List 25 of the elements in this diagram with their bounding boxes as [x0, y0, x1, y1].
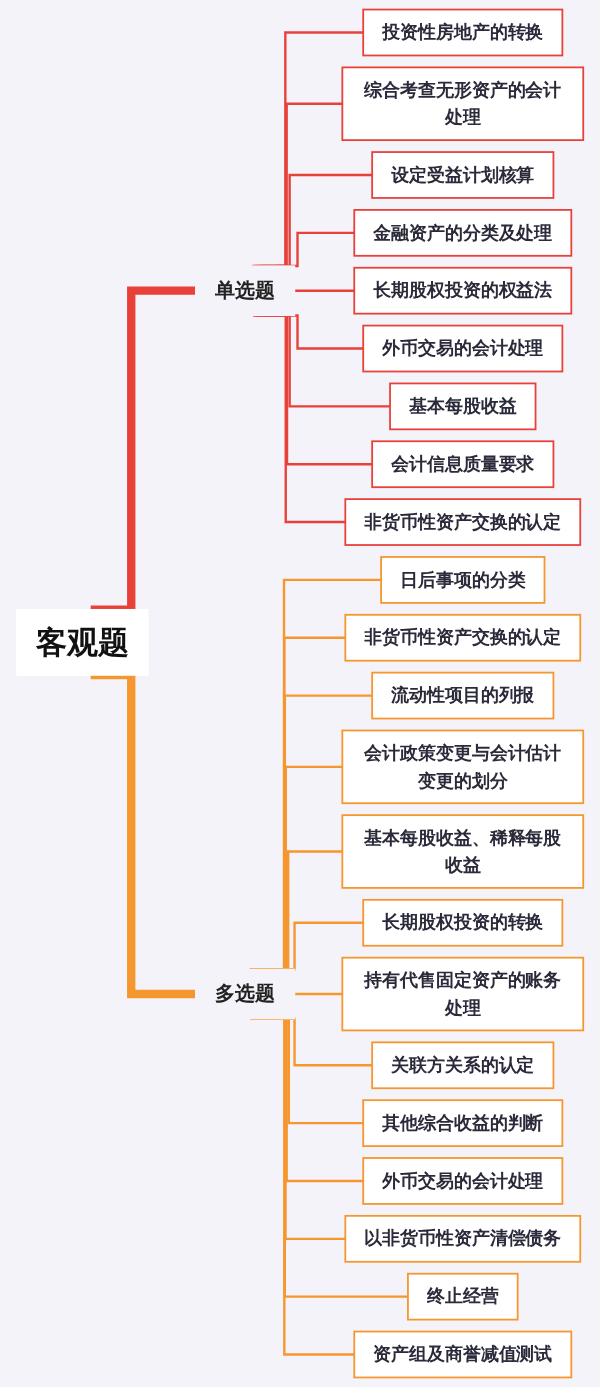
node-box: 其他综合收益的判断: [362, 1099, 564, 1147]
node-box: 关联方关系的认定: [371, 1041, 555, 1090]
node-box: 非货币性资产交换的认定: [344, 613, 582, 662]
node-box: 综合考查无形资产的会计处理: [341, 66, 585, 142]
node-box: 非货币性资产交换的认定: [344, 498, 582, 546]
node-box: 基本每股收益: [389, 382, 537, 431]
node-box: 金融资产的分类及处理: [353, 209, 573, 257]
connector: [294, 992, 343, 996]
node-box: 会计政策变更与会计估计变更的划分: [341, 729, 585, 805]
node-box: 会计信息质量要求: [371, 440, 555, 489]
connector: [294, 289, 355, 292]
node-box: 外币交易的会计处理: [362, 1157, 564, 1205]
node-box: 以非货币性资产清偿债务: [344, 1214, 582, 1263]
node-box: 投资性房地产的转换: [362, 8, 564, 57]
node-box: 长期股权投资的权益法: [353, 266, 573, 315]
node-box: 流动性项目的列报: [371, 671, 555, 720]
node-box: 客观题: [16, 608, 149, 676]
node-box: 基本每股收益、稀释每股收益: [341, 814, 585, 889]
node-box: 终止经营: [407, 1272, 519, 1321]
node-box: 日后事项的分类: [380, 556, 546, 604]
node-box: 外币交易的会计处理: [362, 324, 564, 373]
node-box: 长期股权投资的转换: [362, 898, 564, 947]
node-box: 资产组及商誉减值测试: [353, 1330, 573, 1379]
node-box: 持有代售固定资产的账务处理: [341, 956, 585, 1032]
node-box: 设定受益计划核算: [371, 151, 555, 199]
